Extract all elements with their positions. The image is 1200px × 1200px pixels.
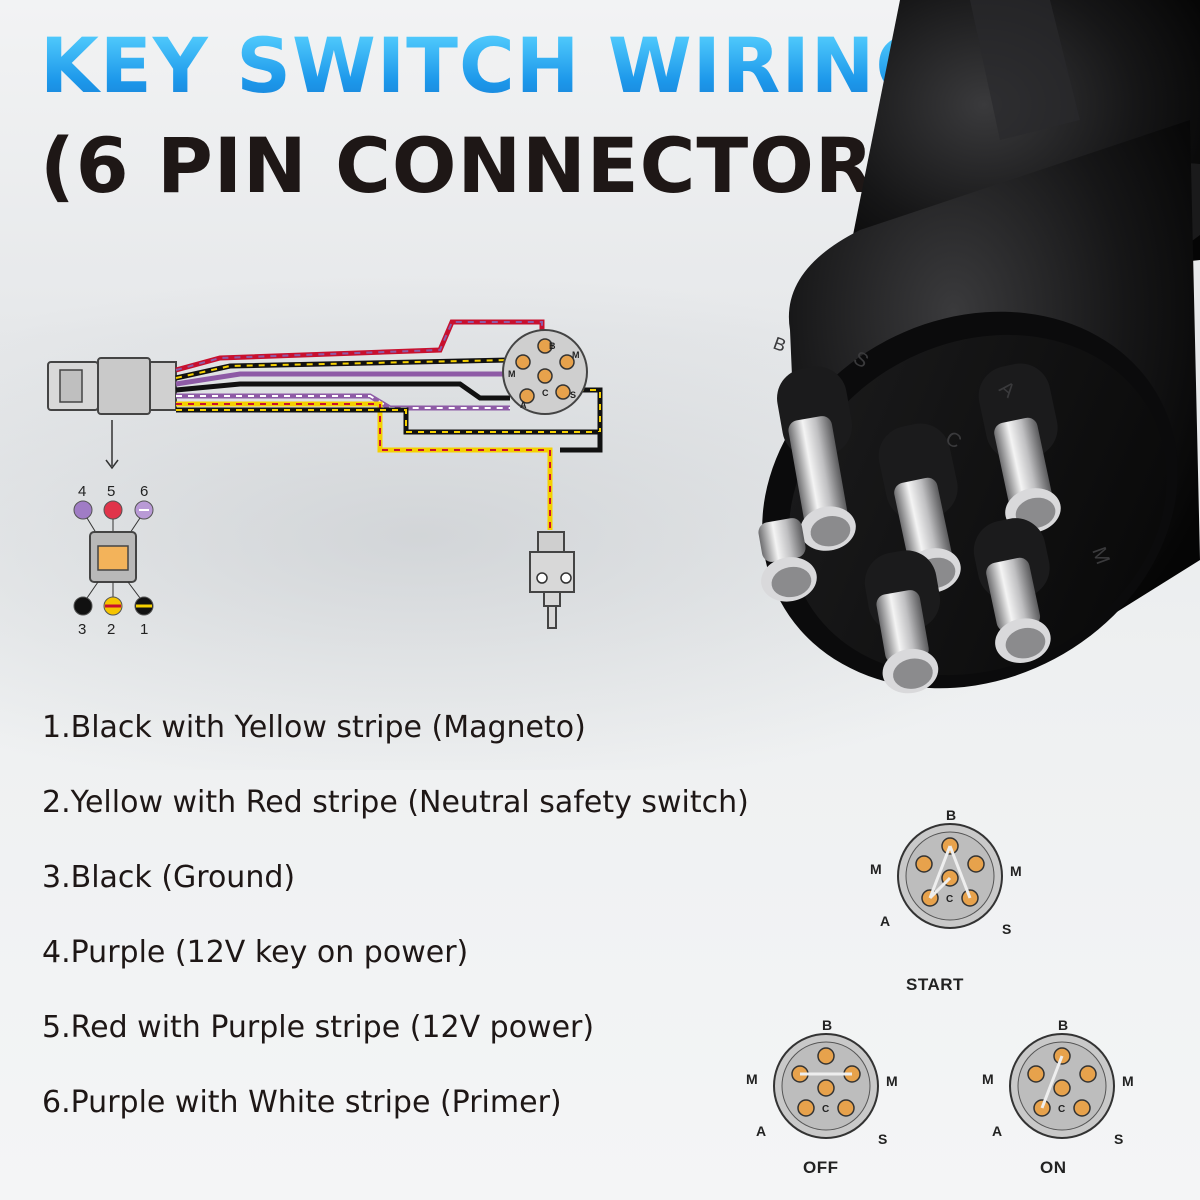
pin-label: S <box>1114 1131 1123 1147</box>
position-label-off: OFF <box>803 1158 839 1177</box>
legend-item: 1.Black with Yellow stripe (Magneto) <box>42 710 586 745</box>
switch-pins <box>758 363 1061 694</box>
position-label-on: ON <box>1040 1158 1067 1177</box>
pin-label: M <box>1122 1073 1134 1089</box>
switch-pin-label: M <box>572 350 580 360</box>
svg-text:M: M <box>1087 544 1113 567</box>
plug-pin-number: 6 <box>140 483 148 500</box>
switch-pin-label: B <box>549 341 556 351</box>
plug-pinout: 4 5 6 3 2 1 <box>73 483 154 638</box>
pin-label: B <box>1058 1018 1068 1033</box>
plug-pin-number: 5 <box>107 483 115 500</box>
legend-item: 4.Purple (12V key on power) <box>42 935 469 970</box>
switch-pin-label: M <box>508 369 516 379</box>
pin-label: B <box>822 1018 832 1033</box>
legend-item: 2.Yellow with Red stripe (Neutral safety… <box>42 785 749 820</box>
plug-pin-number: 2 <box>107 621 115 638</box>
pin-label: M <box>1010 863 1022 879</box>
pin-label: S <box>1002 921 1011 937</box>
pin-label: C <box>822 1104 829 1115</box>
connector-plug <box>47 357 177 415</box>
pin-label: M <box>982 1071 994 1087</box>
neutral-safety-switch <box>529 531 575 629</box>
switch-face: B M M C A S <box>502 329 588 415</box>
wire-harness <box>175 319 603 530</box>
pin-label: M <box>870 861 882 877</box>
legend-item: 6.Purple with White stripe (Primer) <box>42 1085 562 1120</box>
pin-label: C <box>946 894 953 905</box>
svg-text:B: B <box>771 333 789 356</box>
switch-pin-label: A <box>520 400 527 410</box>
position-diagram-start: B M M C A S <box>870 807 1030 942</box>
legend-item: 3.Black (Ground) <box>42 860 296 895</box>
title-line-1: KEY SWITCH WIRING <box>40 21 939 110</box>
pin-label: A <box>756 1123 766 1139</box>
pin-label: A <box>880 913 890 929</box>
pin-label: S <box>878 1131 887 1147</box>
legend-item: 5.Red with Purple stripe (12V power) <box>42 1010 595 1045</box>
plug-pin-number: 3 <box>78 621 86 638</box>
switch-pin-label: S <box>570 390 576 400</box>
plug-pin-number: 1 <box>140 621 148 638</box>
key-switch-photo: S A C M B <box>758 0 1200 694</box>
pin-label: A <box>992 1123 1002 1139</box>
pin-label: M <box>886 1073 898 1089</box>
position-diagram-off: B M M C A S <box>746 1017 906 1152</box>
title-line-2: (6 PIN CONNECTOR) <box>40 121 911 210</box>
pin-label: C <box>1058 1104 1065 1115</box>
wiring-diagram: B M M C A S 4 5 6 <box>47 319 603 638</box>
pin-label: B <box>946 808 956 823</box>
down-arrow-icon <box>105 420 119 470</box>
plug-pin-number: 4 <box>78 483 86 500</box>
position-diagram-on: B M M C A S <box>982 1017 1142 1152</box>
wire-legend: 1.Black with Yellow stripe (Magneto) 2.Y… <box>42 706 749 1156</box>
position-label-start: START <box>906 975 964 994</box>
pin-label: M <box>746 1071 758 1087</box>
switch-pin-label: C <box>542 388 549 398</box>
